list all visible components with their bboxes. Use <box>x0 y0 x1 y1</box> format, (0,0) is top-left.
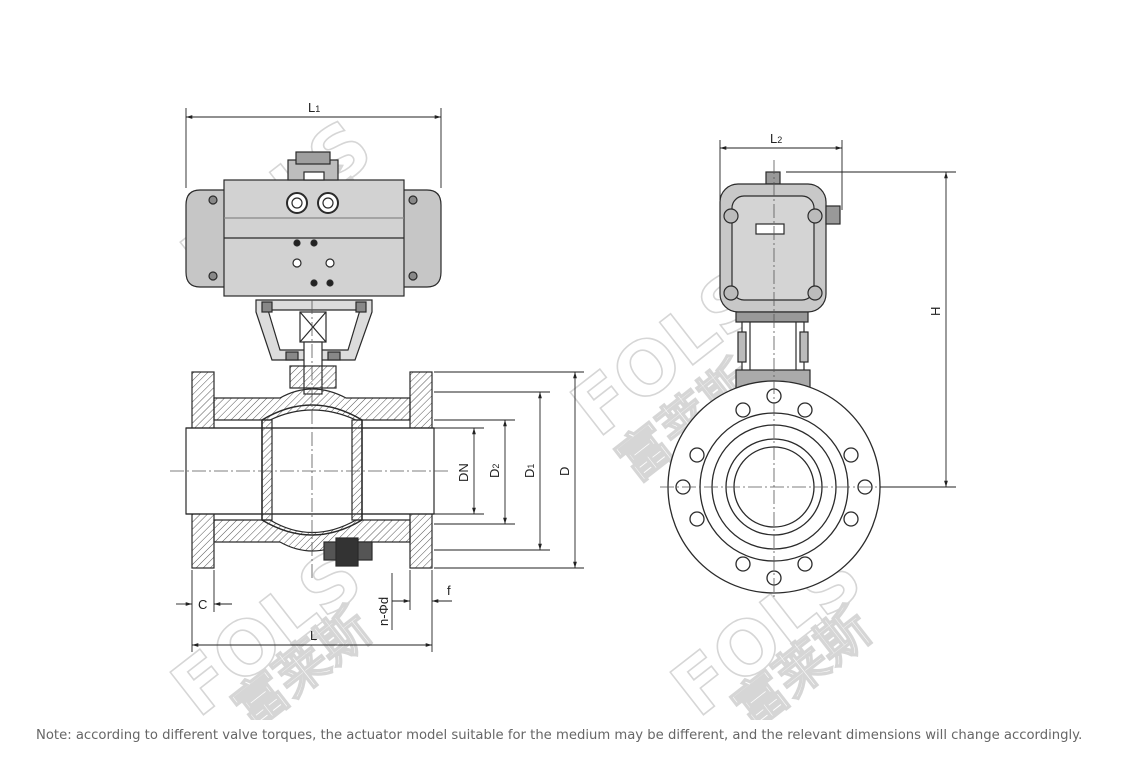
dim-d-label: D <box>557 467 572 476</box>
dim-dn-label: DN <box>456 463 471 482</box>
left-dimension-lines <box>176 108 584 652</box>
valve-drawing: FOLS 富莱斯 FOLS 富莱斯 FOLS 富莱斯 FOLS 富莱斯 <box>155 100 956 720</box>
left-dimension-labels: L1 DN D2 D1 D C L f n-Φd <box>198 100 572 643</box>
dim-f-label: f <box>447 583 451 598</box>
right-dimension-labels: L2 H <box>770 131 943 316</box>
dim-d2-label: D2 <box>487 464 502 478</box>
dim-h-label: H <box>928 307 943 316</box>
dim-bolt-label: n-Φd <box>376 597 391 626</box>
right-dimension-lines <box>719 140 956 488</box>
dim-d1-label: D1 <box>522 464 537 478</box>
valve-body-section <box>170 300 450 580</box>
dim-l1-label: L1 <box>308 100 320 115</box>
dim-l2-label: L2 <box>770 131 782 146</box>
dim-c-label: C <box>198 597 207 612</box>
actuator-front <box>185 151 442 297</box>
dim-l-label: L <box>310 628 317 643</box>
actuator-side <box>719 171 841 389</box>
mounting-bracket <box>255 299 373 395</box>
footnote: Note: according to different valve torqu… <box>36 728 1083 743</box>
